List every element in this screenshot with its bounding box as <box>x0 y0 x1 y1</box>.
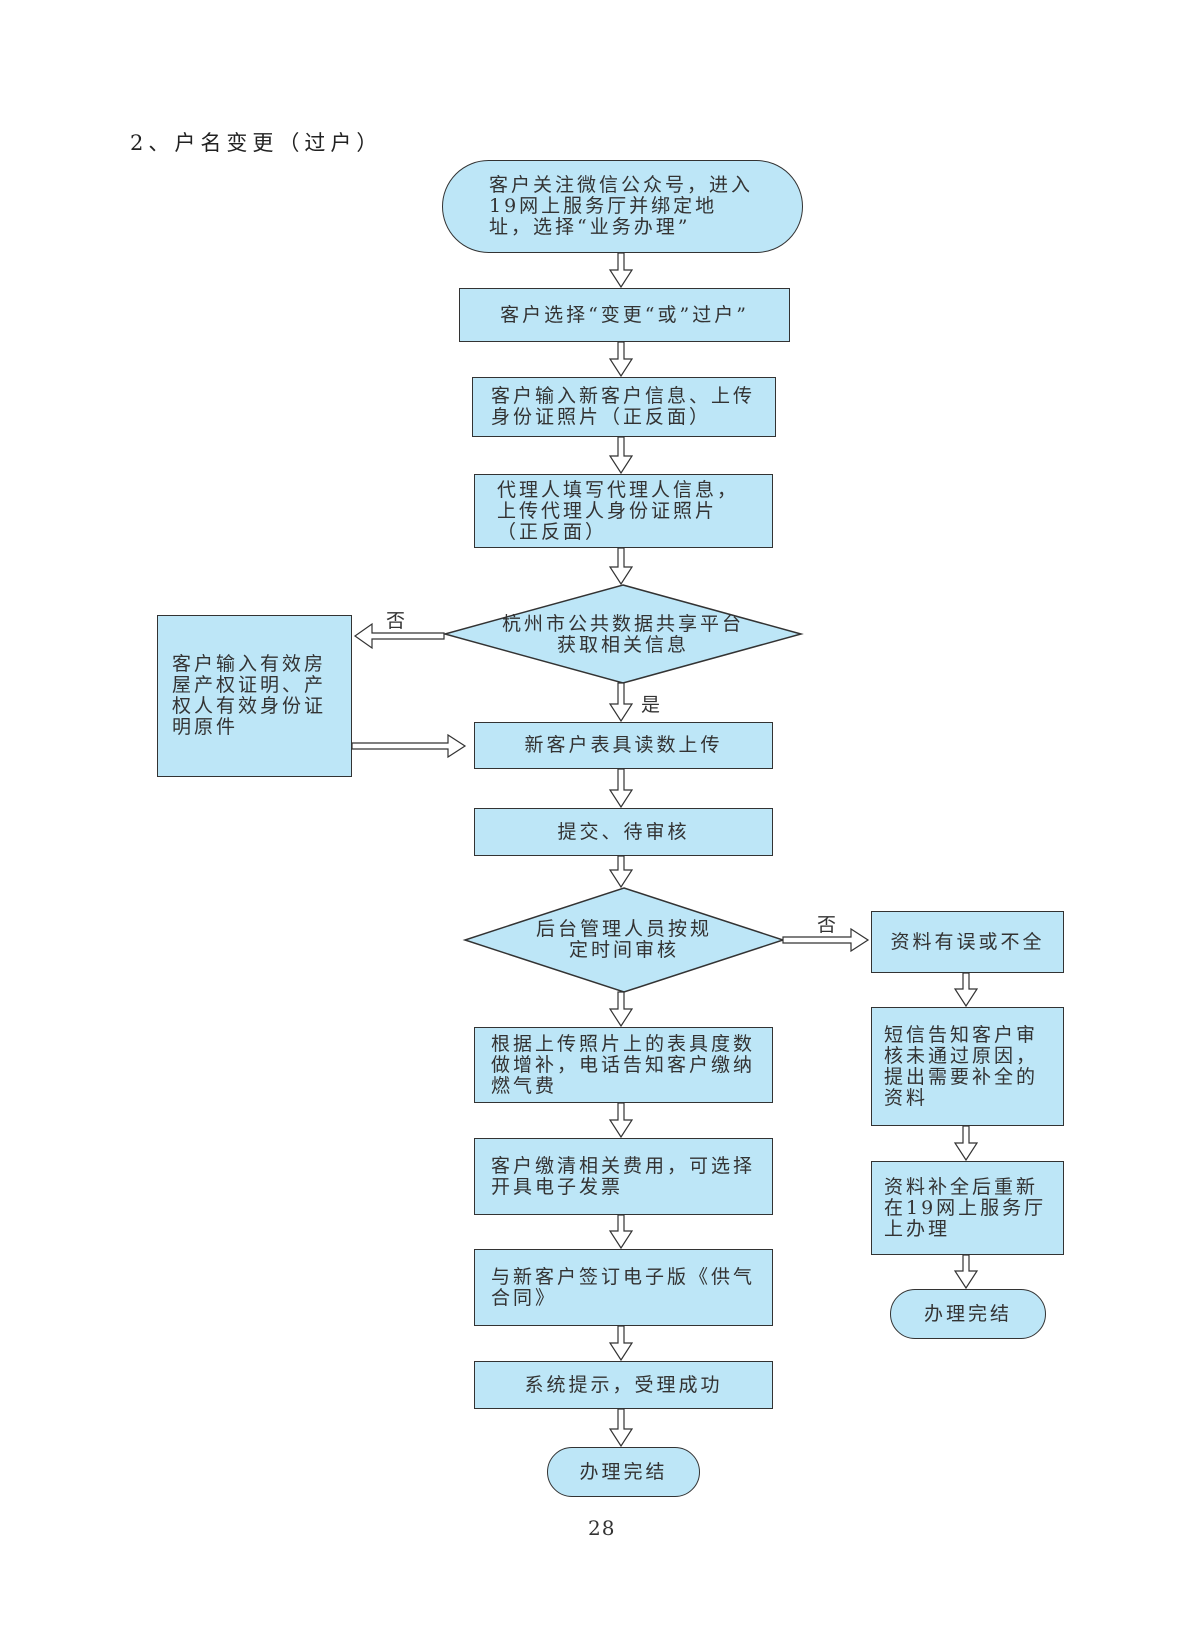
step-new-customer-info-box: 客户输入新客户信息、上传身份证照片（正反面） <box>472 377 776 437</box>
step-resubmit-box: 资料补全后重新在19网上服务厅上办理 <box>871 1161 1064 1255</box>
start-text: 客户关注微信公众号，进入19网上服务厅并绑定地址，选择“业务办理” <box>489 174 754 238</box>
arrow-meter-to-submit <box>608 768 634 809</box>
decision-data-platform-text: 杭州市公共数据共享平台获取相关信息 <box>501 613 744 656</box>
step-error-text: 资料有误或不全 <box>890 930 1045 953</box>
step-meter-reading-text: 新客户表具读数上传 <box>524 734 723 756</box>
step-contract-text: 与新客户签订电子版《供气合同》 <box>491 1265 756 1309</box>
arrow-sms-to-resubmit <box>953 1125 979 1162</box>
decision-review-text: 后台管理人员按规定时间审核 <box>535 918 712 961</box>
step-new-customer-info-text: 客户输入新客户信息、上传身份证照片（正反面） <box>491 385 756 428</box>
step-manual-docs-text: 客户输入有效房屋产权证明、产权人有效身份证明原件 <box>172 653 327 738</box>
arrow-review-no-to-error <box>782 927 870 953</box>
arrow-adjust-to-pay <box>608 1102 634 1139</box>
page-number: 28 <box>588 1516 616 1540</box>
decision-data-platform-no-label: 否 <box>386 610 406 632</box>
step-manual-docs-box: 客户输入有效房屋产权证明、产权人有效身份证明原件 <box>157 615 352 777</box>
section-title: 2、户名变更（过户） <box>130 131 383 155</box>
step-select-text: 客户选择“变更“或”过户” <box>500 303 749 326</box>
arrow-manual-to-meter <box>351 733 467 759</box>
step-meter-reading-box: 新客户表具读数上传 <box>474 722 773 769</box>
step-agent-info-text: 代理人填写代理人信息，上传代理人身份证照片（正反面） <box>497 478 740 543</box>
step-pay-box: 客户缴清相关费用，可选择开具电子发票 <box>474 1138 773 1215</box>
step-error-box: 资料有误或不全 <box>871 911 1064 973</box>
arrow-start-to-select <box>608 252 634 289</box>
step-adjust-notify-box: 根据上传照片上的表具度数做增补，电话告知客户缴纳燃气费 <box>474 1027 773 1103</box>
step-resubmit-text: 资料补全后重新在19网上服务厅上办理 <box>884 1175 1047 1240</box>
start-terminal: 客户关注微信公众号，进入19网上服务厅并绑定地址，选择“业务办理” <box>442 160 803 253</box>
arrow-success-to-end <box>608 1408 634 1448</box>
step-submit-box: 提交、待审核 <box>474 808 773 856</box>
reject-end-text: 办理完结 <box>923 1302 1012 1325</box>
end-terminal: 办理完结 <box>547 1447 700 1497</box>
arrow-agent-to-decision <box>608 547 634 586</box>
arrow-error-to-sms <box>953 972 979 1008</box>
step-agent-info-box: 代理人填写代理人信息，上传代理人身份证照片（正反面） <box>474 474 773 548</box>
arrow-pay-to-contract <box>608 1214 634 1250</box>
step-adjust-notify-text: 根据上传照片上的表具度数做增补，电话告知客户缴纳燃气费 <box>491 1032 756 1097</box>
reject-end-terminal: 办理完结 <box>890 1289 1046 1339</box>
step-sms-text: 短信告知客户审核未通过原因，提出需要补全的资料 <box>884 1023 1039 1109</box>
arrow-decision-yes-to-meter <box>608 682 634 723</box>
step-select-box: 客户选择“变更“或”过户” <box>459 288 790 342</box>
decision-data-platform-yes-label: 是 <box>641 694 661 716</box>
step-pay-text: 客户缴清相关费用，可选择开具电子发票 <box>491 1154 756 1198</box>
step-submit-text: 提交、待审核 <box>557 820 690 843</box>
decision-review-no-label: 否 <box>817 914 837 936</box>
arrow-decision-no-to-manual <box>353 622 445 650</box>
step-contract-box: 与新客户签订电子版《供气合同》 <box>474 1249 773 1326</box>
arrow-submit-to-review <box>608 855 634 889</box>
step-success-text: 系统提示，受理成功 <box>524 1373 723 1396</box>
arrow-resubmit-to-end <box>953 1254 979 1290</box>
arrow-contract-to-success <box>608 1325 634 1362</box>
arrow-select-to-info <box>608 341 634 378</box>
step-success-box: 系统提示，受理成功 <box>474 1361 773 1409</box>
arrow-info-to-agent <box>608 436 634 475</box>
step-sms-box: 短信告知客户审核未通过原因，提出需要补全的资料 <box>871 1007 1064 1126</box>
end-text: 办理完结 <box>579 1460 668 1483</box>
arrow-review-to-adjust <box>608 991 634 1028</box>
